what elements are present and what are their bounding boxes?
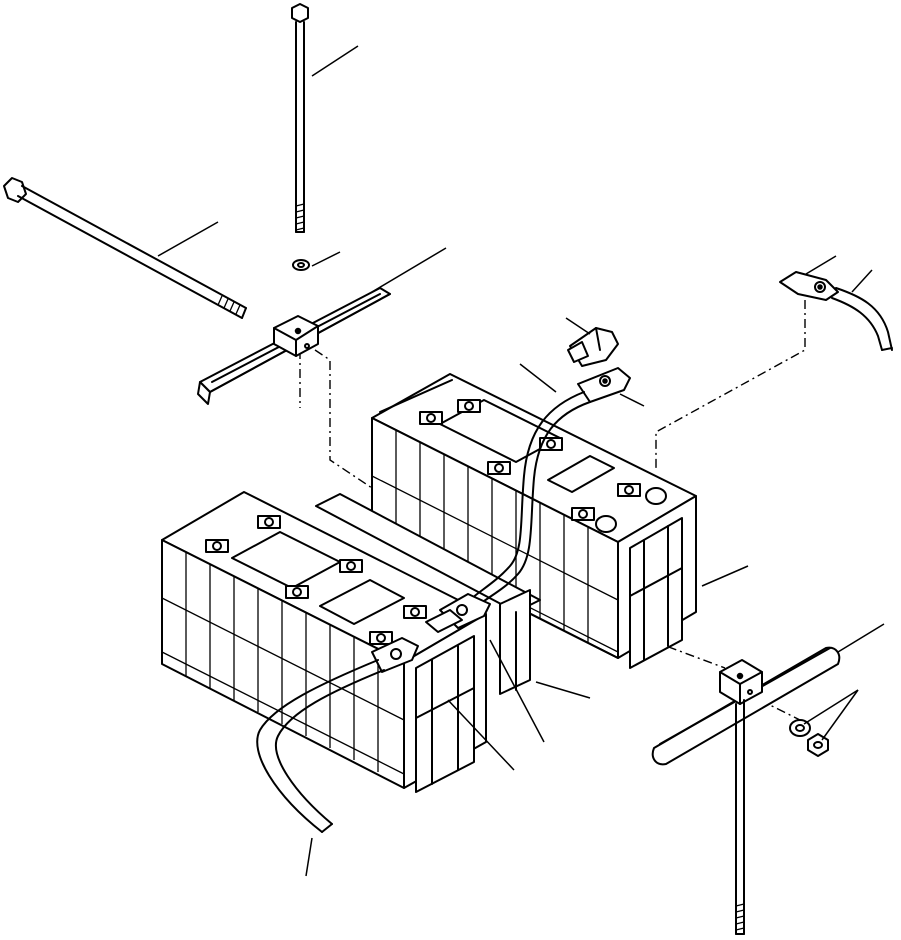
battery-cable-connector-top — [577, 367, 631, 403]
long-hook-bolt-right — [735, 699, 745, 935]
washer — [292, 259, 310, 271]
nut — [807, 733, 829, 757]
battery-front — [161, 491, 487, 793]
callout-leader-lines — [157, 45, 885, 877]
long-hook-bolt-diagonal — [3, 177, 247, 319]
lock-washer — [789, 719, 811, 737]
battery-spacer-block — [315, 493, 541, 695]
main-cable-lower-left — [256, 637, 419, 833]
terminal-cap — [567, 327, 619, 367]
long-hook-bolt-vertical — [291, 3, 309, 233]
hold-down-bracket-left — [197, 287, 391, 405]
battery-connecting-cable — [425, 391, 591, 633]
ground-cable-clamp — [779, 271, 893, 351]
hold-down-bracket-right — [651, 646, 841, 766]
